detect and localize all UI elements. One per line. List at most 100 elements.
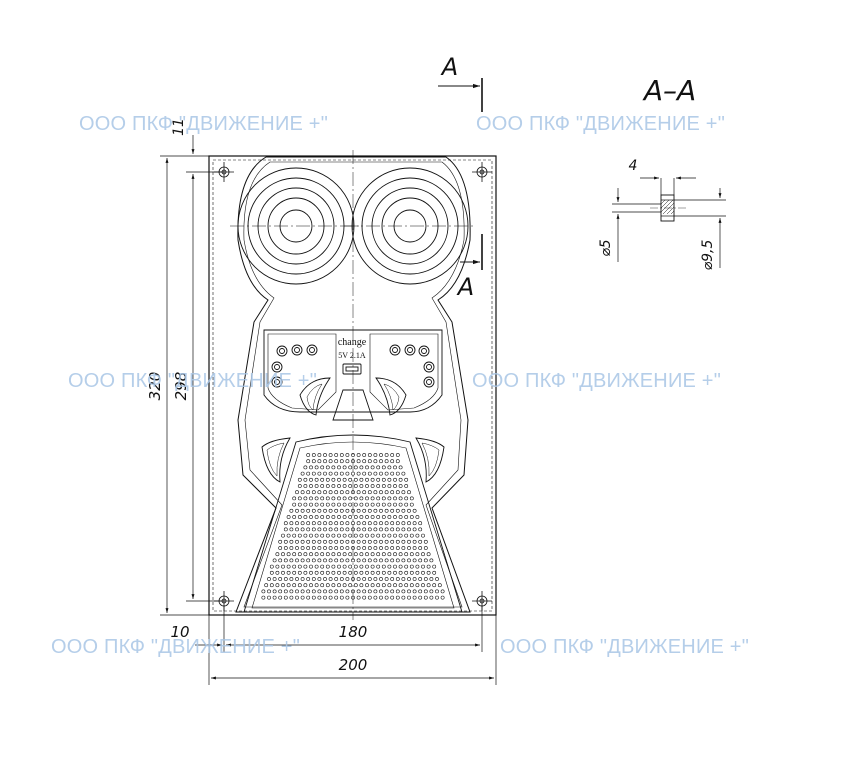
panel-text-line2: 5V 2.1A xyxy=(338,351,366,360)
grille-hole xyxy=(292,583,297,588)
grille-hole xyxy=(278,595,283,600)
grille-hole xyxy=(407,490,411,495)
grille-hole xyxy=(289,539,294,544)
grille-hole xyxy=(334,589,339,594)
grille-hole xyxy=(387,564,392,569)
grille-hole xyxy=(376,570,381,575)
grille-hole xyxy=(401,521,406,526)
grille-hole xyxy=(401,539,406,544)
grille-hole xyxy=(311,595,316,600)
grille-hole xyxy=(376,533,381,538)
grille-hole xyxy=(398,484,403,488)
grille-hole xyxy=(379,453,383,457)
grille-hole xyxy=(320,564,325,569)
grille-hole xyxy=(339,490,344,495)
grille-hole xyxy=(295,577,299,581)
grille-hole xyxy=(283,527,288,532)
grille-hole xyxy=(362,490,367,495)
grille-hole xyxy=(317,471,322,476)
grille-hole xyxy=(390,589,395,594)
grille-hole xyxy=(381,515,386,519)
grille-hole xyxy=(401,595,406,600)
grille-hole xyxy=(387,477,392,482)
grille-hole xyxy=(306,558,311,563)
grille-hole xyxy=(407,595,411,600)
grille-hole xyxy=(289,546,294,550)
grille-hole xyxy=(381,552,386,557)
grille-hole xyxy=(390,558,395,563)
grille-hole xyxy=(331,477,336,482)
grille-hole xyxy=(384,527,389,532)
grille-hole xyxy=(384,577,389,581)
grille-hole xyxy=(339,589,344,594)
grille-hole xyxy=(353,583,358,588)
grille-hole xyxy=(370,552,375,557)
grille-hole xyxy=(348,465,353,470)
grille-hole xyxy=(370,564,375,569)
grille-hole xyxy=(362,558,367,563)
grille-hole xyxy=(286,552,291,557)
grille-hole xyxy=(328,471,333,476)
grille-hole xyxy=(359,477,364,482)
grille-hole xyxy=(367,508,372,513)
grille-hole xyxy=(292,502,297,507)
grille-hole xyxy=(379,521,383,526)
grille-hole xyxy=(325,570,330,575)
grille-hole xyxy=(289,508,294,513)
grille-hole xyxy=(314,465,319,470)
grille-hole xyxy=(303,552,308,557)
grille-hole xyxy=(323,546,327,550)
grille-hole xyxy=(353,570,358,575)
grille-hole xyxy=(384,558,389,563)
grille-hole xyxy=(325,484,330,488)
grille-hole xyxy=(275,570,280,575)
grille-hole xyxy=(440,589,445,594)
grille-hole xyxy=(328,577,333,581)
grille-hole xyxy=(365,570,369,575)
grille-hole xyxy=(309,583,313,588)
grille-hole xyxy=(390,490,395,495)
grille-hole xyxy=(407,577,411,581)
grille-hole xyxy=(365,465,369,470)
grille-hole xyxy=(426,570,431,575)
grille-hole xyxy=(370,570,375,575)
grille-hole xyxy=(269,583,274,588)
grille-hole xyxy=(323,539,327,544)
grille-hole xyxy=(289,595,294,600)
vent-right xyxy=(375,377,407,416)
grille-hole xyxy=(345,577,350,581)
grille-hole xyxy=(409,533,414,538)
grille-hole xyxy=(435,577,439,581)
grille-hole xyxy=(295,589,299,594)
grille-hole xyxy=(339,453,344,457)
grille-hole xyxy=(289,527,294,532)
grille-hole xyxy=(314,477,319,482)
grille-hole xyxy=(311,589,316,594)
grille-hole xyxy=(334,539,339,544)
grille-hole xyxy=(362,527,367,532)
grille-hole xyxy=(303,564,308,569)
grille-hole xyxy=(339,539,344,544)
grille-hole xyxy=(351,577,355,581)
grille-hole xyxy=(345,595,350,600)
grille-hole xyxy=(289,521,294,526)
grille-hole xyxy=(286,533,291,538)
section-title: A–A xyxy=(642,74,696,107)
grille-hole xyxy=(381,465,386,470)
grille-hole xyxy=(334,471,339,476)
section-label-top: A xyxy=(440,53,458,81)
grille-hole xyxy=(415,583,420,588)
grille-hole xyxy=(334,490,339,495)
grille-hole xyxy=(381,484,386,488)
grille-hole xyxy=(303,477,308,482)
grille-hole xyxy=(376,583,381,588)
grille-hole xyxy=(379,595,383,600)
section-label-bottom: A xyxy=(456,273,474,301)
grille-hole xyxy=(409,496,414,501)
grille-hole xyxy=(356,471,361,476)
grille-hole xyxy=(297,583,302,588)
grille-hole xyxy=(297,502,302,507)
grille-hole xyxy=(275,552,280,557)
dim-offset-left-label: 10 xyxy=(170,623,189,641)
grille-hole xyxy=(339,521,344,526)
